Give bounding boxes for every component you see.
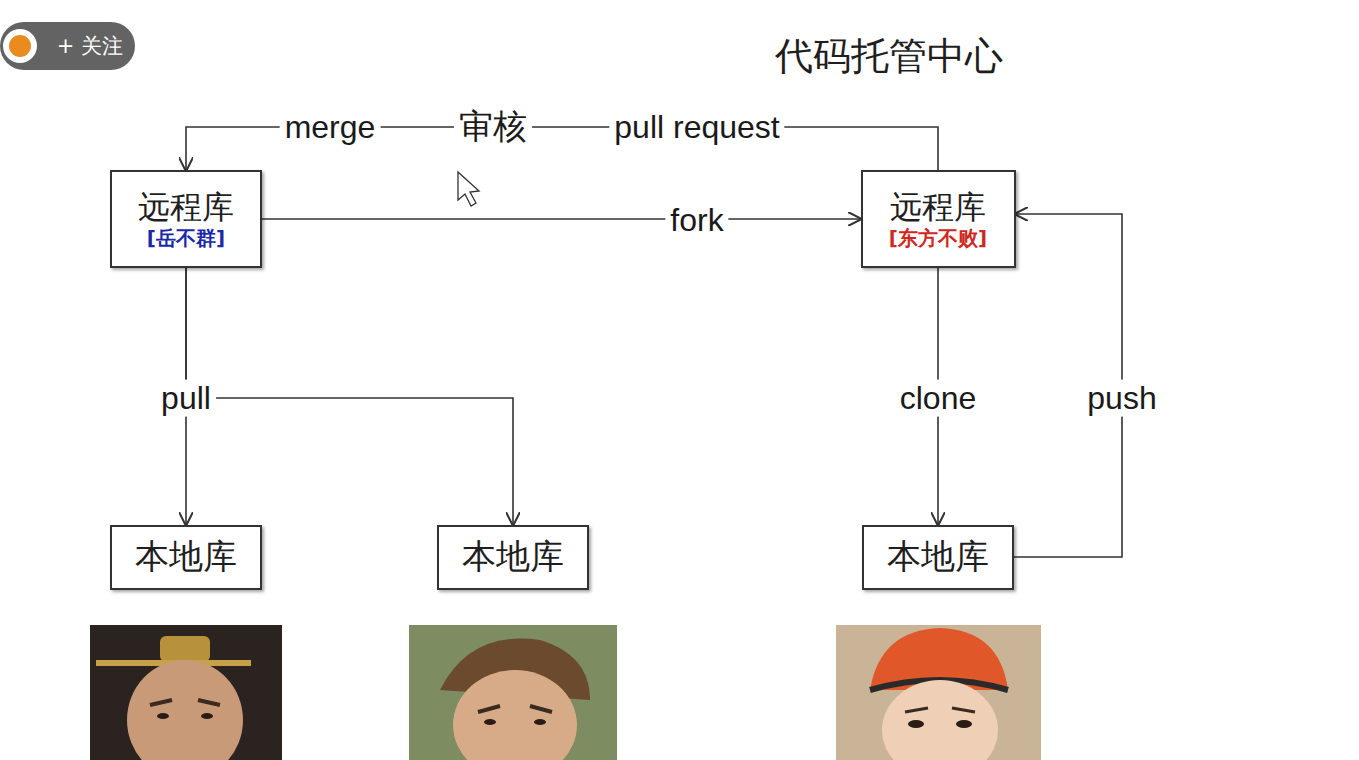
portrait-eye (484, 719, 496, 725)
local-repo: 本地库 (437, 525, 589, 590)
cloud-fill (201, 6, 599, 174)
local-repo: 本地库 (862, 525, 1014, 590)
cloud-fill (100, 65, 1140, 305)
portrait-brows (478, 706, 552, 712)
mouse-cursor (458, 172, 479, 206)
cloud-lobe (200, 195, 660, 335)
portrait-face (882, 680, 998, 760)
portrait-eye (157, 713, 169, 719)
repo-title: 远程库 (890, 188, 986, 226)
repo-owner: [东方不败] (889, 226, 987, 250)
portrait-face (453, 670, 577, 760)
follow-avatar (3, 29, 37, 63)
banner-band (330, 0, 420, 20)
portrait-face (127, 660, 243, 760)
banner-band (1080, 0, 1359, 98)
portrait-eye (534, 719, 546, 725)
repo-owner: [岳不群] (147, 226, 225, 250)
banner-stripe (1120, 0, 1359, 36)
follow-avatar (9, 35, 31, 57)
action-label: clone (895, 380, 982, 417)
repo-title: 本地库 (135, 537, 237, 578)
hosting-cloud: 远程库[岳不群]远程库[东方不败]代码托管中心 (0, 0, 1215, 345)
action-label: pull (156, 380, 216, 417)
portrait-eye (908, 720, 924, 728)
portrait-brows (905, 708, 975, 712)
follow-button-text: + 关注 (52, 34, 128, 58)
remote-repo: 远程库[东方不败] (861, 170, 1016, 268)
repo-title: 本地库 (462, 537, 564, 578)
cloud-lobe (770, 180, 1130, 320)
cloud-fill (201, 196, 659, 334)
follow-button (0, 22, 135, 70)
cloud-fill (991, 116, 1209, 264)
portrait-eye (956, 720, 972, 728)
cloud-title: 代码托管中心 (775, 34, 1003, 80)
cloud-fill (11, 161, 349, 299)
action-label: push (1082, 380, 1161, 417)
repo-title: 远程库 (138, 188, 234, 226)
flow-arrow (262, 218, 861, 220)
cloud-fill (481, 201, 919, 339)
banner-stripe (1140, 20, 1359, 58)
action-label: pull request (609, 109, 784, 146)
cloud-lobe (480, 200, 920, 340)
action-label: merge (280, 109, 381, 146)
portrait-brows (150, 700, 220, 705)
banner-stripe (1200, 0, 1359, 20)
repo-title: 本地库 (887, 537, 989, 578)
local-repo: 本地库 (110, 525, 262, 590)
action-label: fork (665, 202, 728, 239)
portrait-hat (160, 636, 210, 662)
remote-repo: 远程库[岳不群] (110, 170, 262, 268)
cloud-lobe (200, 5, 600, 175)
cloud-lobe (10, 160, 350, 300)
cloud-fill (771, 181, 1129, 319)
portrait-eye (201, 713, 213, 719)
banner-band (420, 0, 570, 14)
flow-arrow (186, 268, 513, 525)
banner-stripe (1160, 45, 1359, 80)
cloud-lobe (990, 115, 1210, 265)
action-label: 审核 (454, 107, 532, 146)
